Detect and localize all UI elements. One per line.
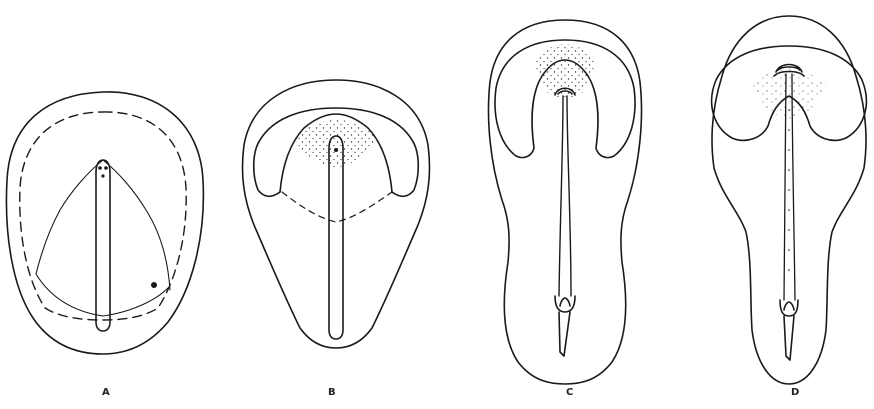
- panel-d-stippled-region: [752, 66, 826, 120]
- panel-label-d: D: [791, 387, 799, 398]
- panel-label-a: A: [102, 387, 110, 398]
- panel-label-c: C: [566, 387, 573, 398]
- panel-c-stippled-region: [534, 44, 596, 98]
- panel-c-drawing: [489, 20, 642, 384]
- panel-d-drawing: [712, 16, 867, 384]
- panel-b-stippled-region: [294, 120, 378, 168]
- panel-a-primitive-streak: [96, 160, 110, 331]
- panel-a-outer-outline: [6, 92, 203, 354]
- panel-c-node: [555, 296, 575, 312]
- panel-b-drawing: [242, 80, 429, 348]
- panel-d-node: [780, 300, 798, 316]
- panel-c-primitive-streak: [559, 312, 570, 356]
- panel-a-dot: [151, 282, 157, 288]
- panel-label-b: B: [328, 387, 336, 398]
- panel-c-notochord: [559, 96, 571, 296]
- panel-a-dashed-outline: [20, 112, 186, 320]
- panel-b-dashed-boundary: [282, 192, 392, 222]
- panel-a-triangle-area: [36, 160, 170, 316]
- panel-d-notochord-dots: [788, 109, 790, 271]
- panel-d-primitive-streak: [784, 316, 794, 360]
- panel-a-drawing: [6, 92, 203, 354]
